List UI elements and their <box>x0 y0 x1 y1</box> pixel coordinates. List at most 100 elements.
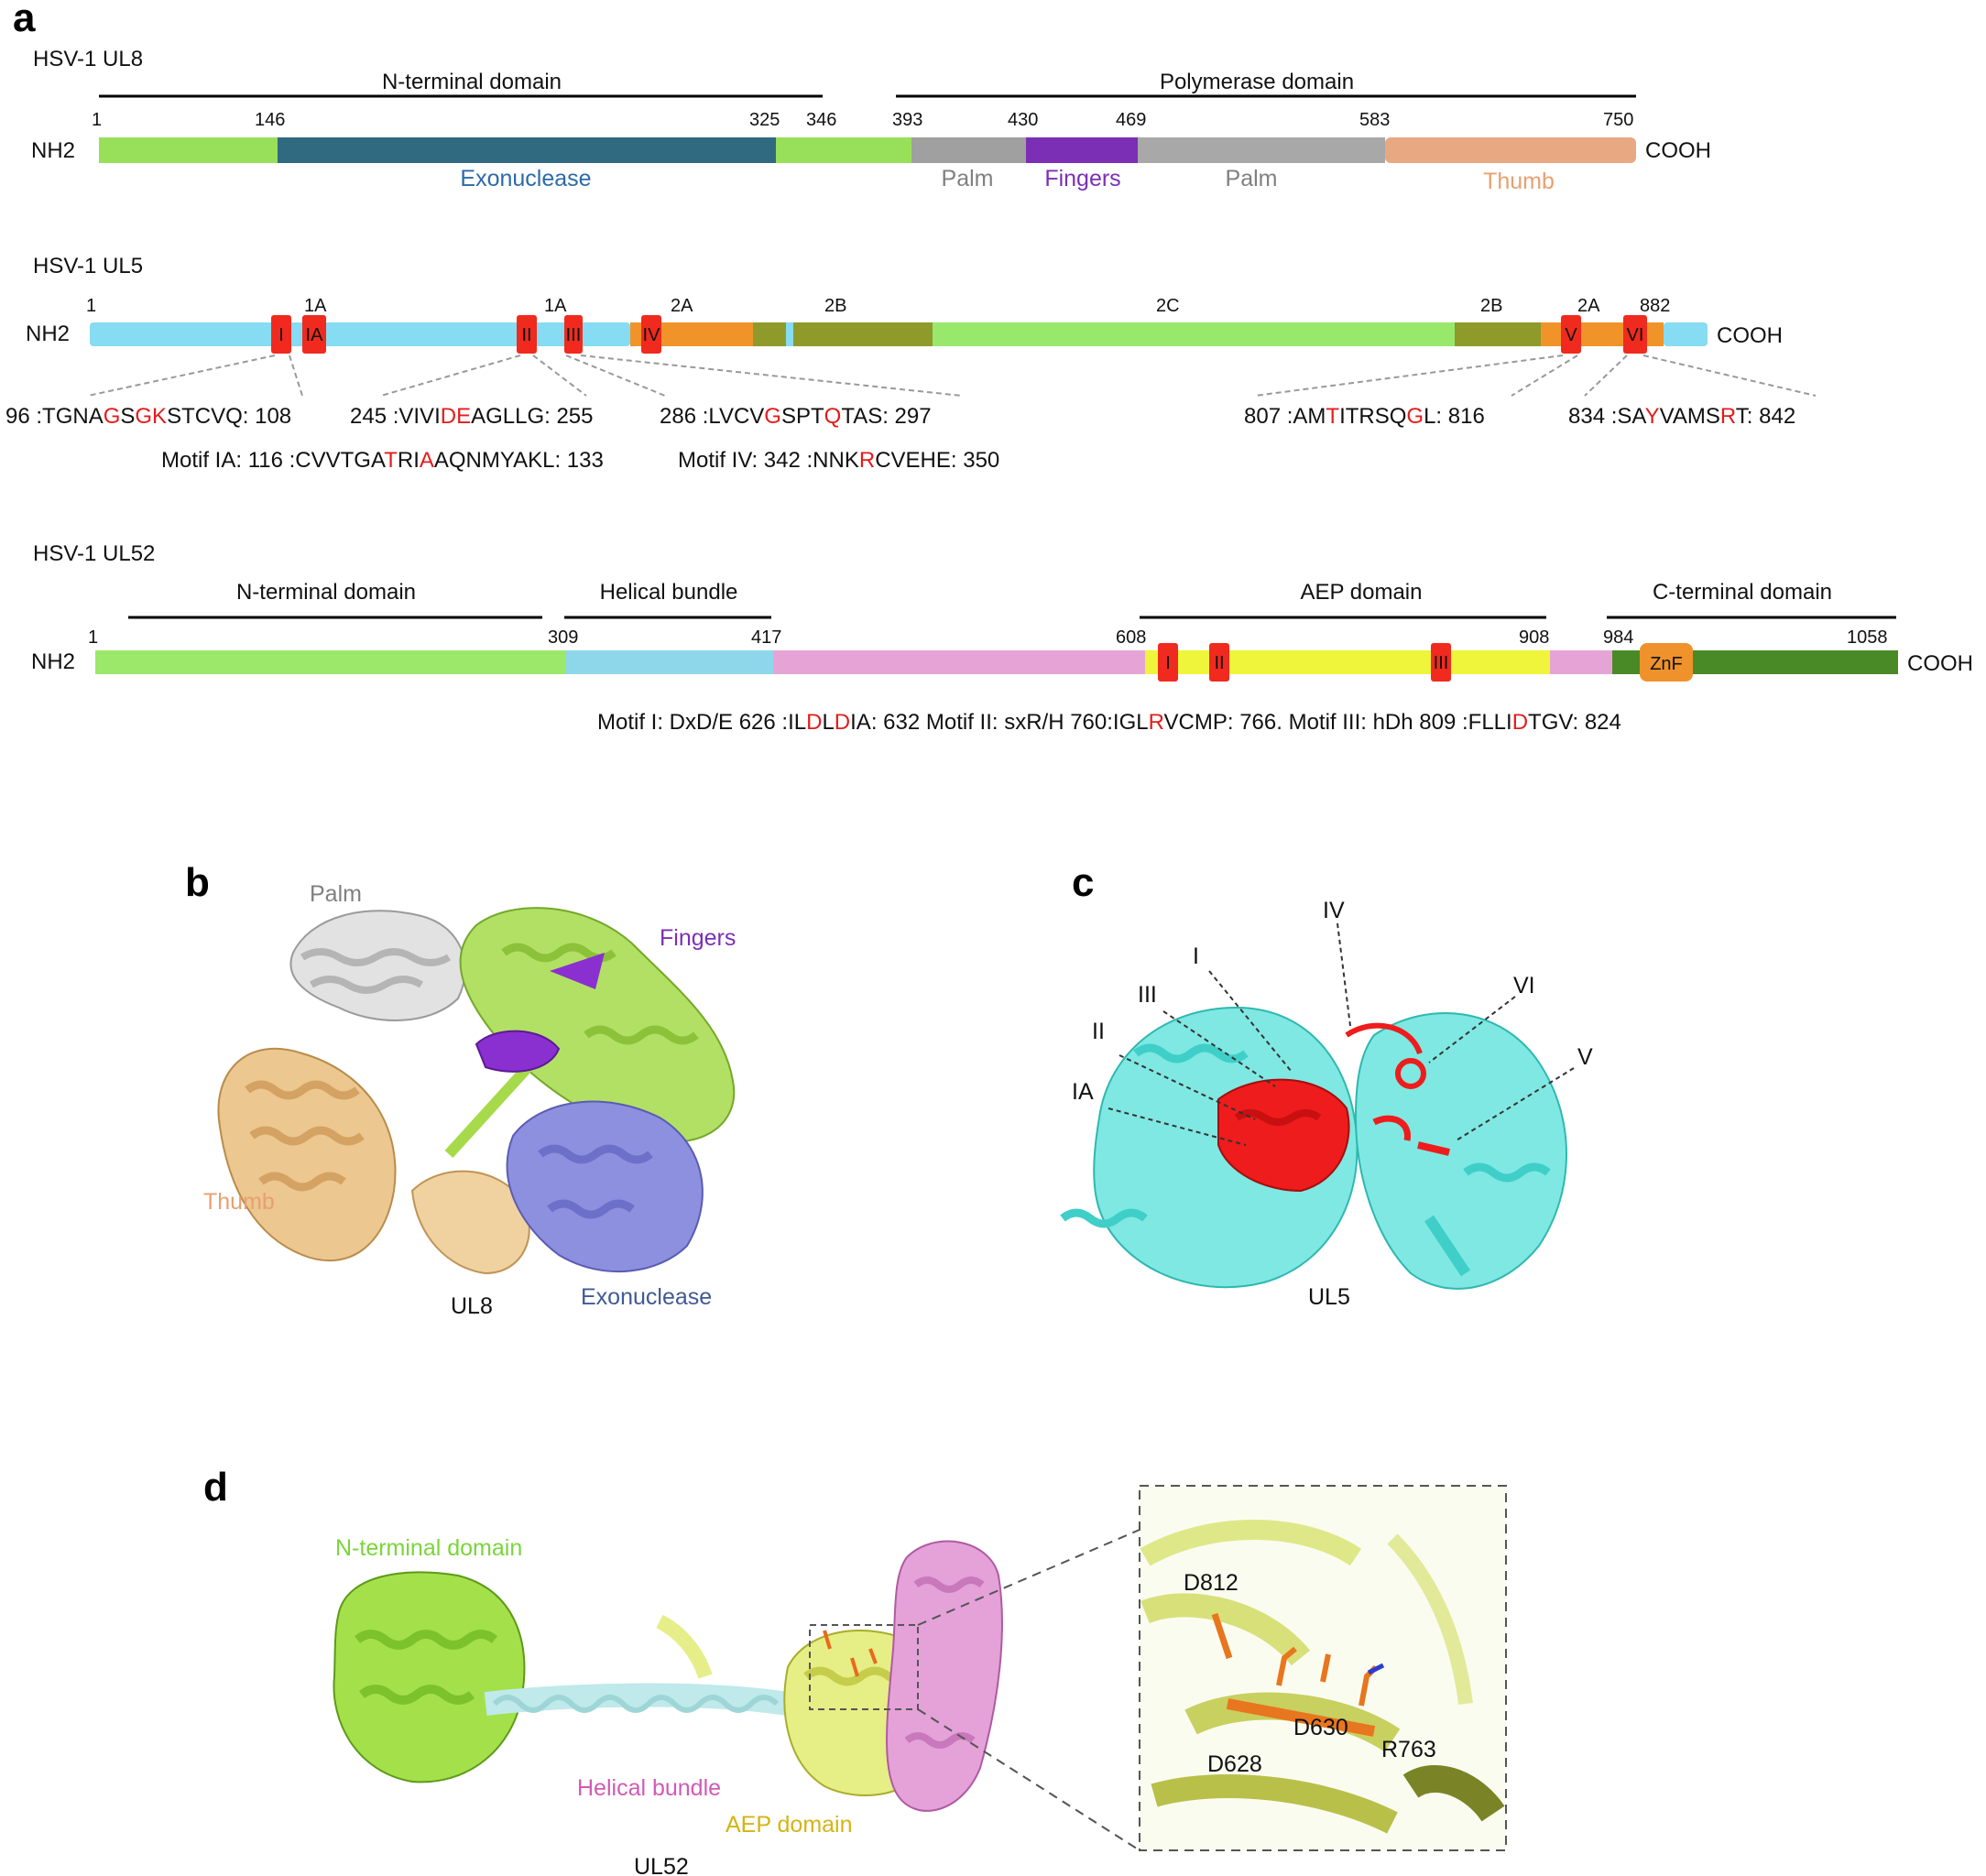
ul5-seg-2B-a2 <box>793 322 933 346</box>
ul8-struct-name: UL8 <box>451 1293 493 1319</box>
panel-letter-a: a <box>13 0 36 40</box>
ul5-cooh: COOH <box>1717 323 1783 348</box>
ul8-seg-exonuclease <box>278 137 776 163</box>
ul5-top-1: 1 <box>86 296 96 316</box>
ul8-pos-750: 750 <box>1603 110 1633 130</box>
ul8-label-palm2: Palm <box>1226 166 1278 191</box>
ul52-aep-label: AEP domain <box>1301 580 1423 605</box>
ul52-struct-name: UL52 <box>634 1854 689 1876</box>
ul5-seq-motif-IV: Motif IV: 342 :NNKRCVEHE: 350 <box>678 448 999 473</box>
ul52-seg-helical <box>566 650 773 674</box>
ul52-cooh: COOH <box>1907 651 1973 676</box>
ul5-seq-motif-V: 807 :AMTITRSQGL: 816 <box>1244 404 1485 429</box>
ul52-struct-nterm: N-terminal domain <box>335 1535 522 1561</box>
ul5-struct-III: III <box>1138 982 1157 1008</box>
ul5-seg-base <box>90 322 630 346</box>
ul5-top-1A-a: 1A <box>304 296 327 316</box>
ul8-seg-thumb <box>1385 137 1636 163</box>
ul5-motif-V: V <box>1561 315 1581 354</box>
ul5-top-2C: 2C <box>1156 296 1180 316</box>
svg-text:VI: VI <box>1627 325 1644 345</box>
ul52-seg-linker2 <box>1550 650 1612 674</box>
ul5-motif-IA: IA <box>302 315 326 354</box>
ul8-label-exonuclease: Exonuclease <box>460 166 591 191</box>
svg-text:III: III <box>1434 653 1449 673</box>
ul52-struct-aep: AEP domain <box>726 1812 853 1838</box>
ul5-seq-motif-IA: Motif IA: 116 :CVVTGATRIAAQNMYAKL: 133 <box>161 448 604 473</box>
ul8-struct-fingers: Fingers <box>660 925 736 951</box>
svg-text:IA: IA <box>306 325 324 345</box>
ul5-motif-II: II <box>517 315 537 354</box>
ul8-structure <box>217 907 736 1275</box>
ul8-nh2: NH2 <box>31 138 75 163</box>
panel-letter-b: b <box>185 860 210 905</box>
ul5-struct-IV: IV <box>1323 898 1345 923</box>
svg-text:IV: IV <box>643 325 661 345</box>
ul52-struct-helical: Helical bundle <box>577 1775 721 1801</box>
ul52-znf-box: ZnF <box>1640 643 1693 682</box>
svg-text:II: II <box>521 325 531 345</box>
ul52-diagram: HSV-1 UL52 N-terminal domain Helical bun… <box>31 541 1973 735</box>
ul5-struct-IA: IA <box>1072 1079 1094 1105</box>
ul5-motif-I: I <box>271 315 291 354</box>
svg-text:V: V <box>1565 325 1577 345</box>
ul8-struct-palm: Palm <box>310 881 362 907</box>
ul52-pos-417: 417 <box>751 627 781 648</box>
ul52-pos-1058: 1058 <box>1847 627 1888 648</box>
svg-text:I: I <box>278 325 284 345</box>
ul52-seg-nterm <box>95 650 566 674</box>
ul5-seg-2C <box>933 322 1455 346</box>
ul5-top-2A-b: 2A <box>1577 296 1600 316</box>
svg-text:I: I <box>1165 653 1171 673</box>
svg-text:III: III <box>566 325 582 345</box>
ul52-motif-line: Motif I: DxD/E 626 :ILDLDIA: 632 Motif I… <box>597 710 1621 735</box>
svg-text:ZnF: ZnF <box>1650 654 1683 674</box>
ul8-pos-430: 430 <box>1008 110 1038 130</box>
panel-letter-c: c <box>1072 860 1094 905</box>
ul5-struct-I: I <box>1193 943 1199 969</box>
ul52-res-R763: R763 <box>1381 1737 1436 1762</box>
ul5-seq-motif-I: 96 :TGNAGSGKSTCVQ: 108 <box>5 404 291 429</box>
ul5-struct-name: UL5 <box>1308 1284 1350 1310</box>
ul5-top-882: 882 <box>1640 296 1670 316</box>
ul52-helical-label: Helical bundle <box>600 580 738 605</box>
ul8-seg-fingers <box>1026 137 1138 163</box>
ul5-title: HSV-1 UL5 <box>33 254 143 278</box>
ul8-pos-146: 146 <box>255 110 285 130</box>
ul5-nh2: NH2 <box>26 322 70 346</box>
ul52-active-site-inset <box>1139 1485 1507 1851</box>
ul8-title: HSV-1 UL8 <box>33 47 143 71</box>
ul52-nterm-label: N-terminal domain <box>236 580 416 605</box>
ul52-motif-III: III <box>1431 643 1451 682</box>
ul8-seg-nterm2 <box>776 137 911 163</box>
ul8-label-fingers: Fingers <box>1044 166 1120 191</box>
ul52-motif-II: II <box>1209 643 1229 682</box>
ul52-motif-I: I <box>1158 643 1178 682</box>
ul5-struct-V: V <box>1577 1044 1593 1070</box>
ul52-res-D630: D630 <box>1293 1715 1348 1740</box>
ul52-seg-linker <box>773 650 1145 674</box>
ul5-top-1A-b: 1A <box>544 296 567 316</box>
ul52-structure <box>333 1529 1140 1851</box>
ul8-pos-469: 469 <box>1116 110 1146 130</box>
ul8-pol-label: Polymerase domain <box>1160 70 1354 94</box>
ul5-motif-IV: IV <box>641 315 661 354</box>
ul5-top-2B-b: 2B <box>1480 296 1502 316</box>
ul8-struct-exonuclease: Exonuclease <box>581 1284 712 1310</box>
ul5-seg-2B-a1 <box>753 322 786 346</box>
ul52-pos-309: 309 <box>548 627 578 648</box>
ul5-top-2B-a: 2B <box>824 296 846 316</box>
ul5-struct-II: II <box>1092 1019 1105 1044</box>
ul52-nh2: NH2 <box>31 649 75 674</box>
ul5-seg-gap <box>786 322 793 346</box>
ul5-top-2A-a: 2A <box>671 296 693 316</box>
ul8-pos-346: 346 <box>806 110 836 130</box>
ul5-diagram: HSV-1 UL5 1 1A 1A 2A 2B 2C 2B 2A 882 NH2… <box>5 254 1817 473</box>
ul52-pos-1: 1 <box>88 627 98 648</box>
ul52-res-D628: D628 <box>1207 1751 1262 1777</box>
ul8-seg-nterm1 <box>99 137 278 163</box>
ul8-pos-393: 393 <box>892 110 922 130</box>
ul5-seq-motif-II: 245 :VIVIDEAGLLG: 255 <box>350 404 594 429</box>
ul52-pos-908: 908 <box>1519 627 1549 648</box>
